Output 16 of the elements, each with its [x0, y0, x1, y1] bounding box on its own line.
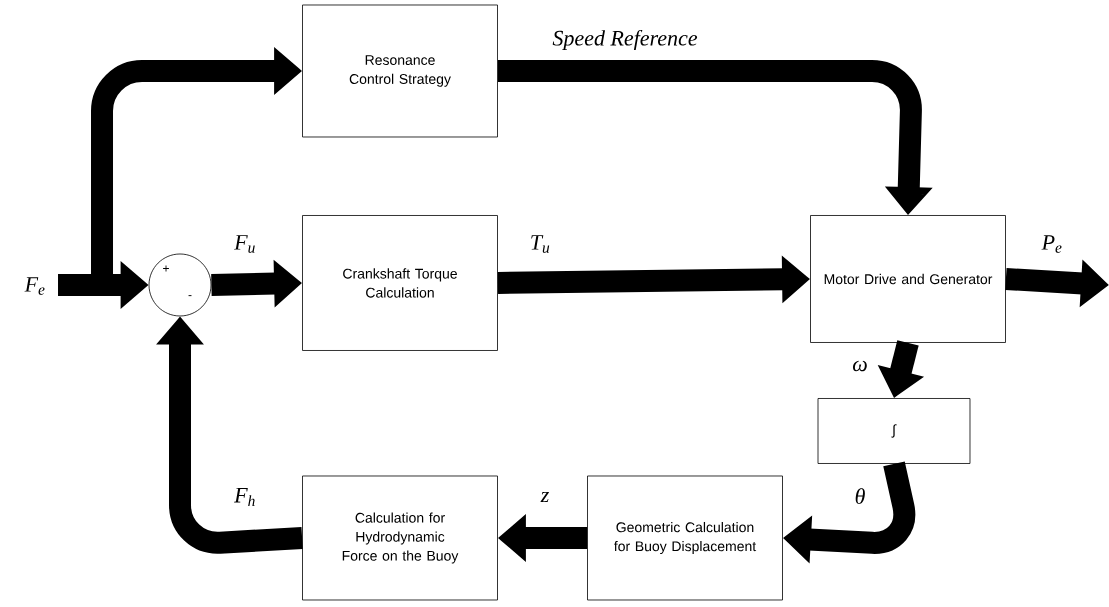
edge-label: θ [853, 487, 867, 505]
edge-label: P$_{e}$ [1040, 234, 1064, 254]
edge-label: T$_{u}$ [528, 234, 552, 254]
process-box: Resonance Control Strategy [302, 4, 498, 138]
summing-junction: + - [148, 253, 212, 317]
process-box: Geometric Calculation for Buoy Displacement [587, 475, 783, 601]
edge-label: Speed Reference [551, 28, 699, 52]
process-box: ∫ [817, 398, 971, 464]
process-box: Motor Drive and Generator [810, 215, 1006, 343]
edge-label: F$_{u}$ [233, 234, 257, 254]
process-box: Crankshaft Torque Calculation [302, 215, 498, 351]
process-box: Calculation for Hydrodynamic Force on the Buoy [302, 475, 498, 601]
edge-label: F$_{e}$ [23, 276, 47, 296]
edge-label: z [539, 490, 551, 504]
edge-label: F$_{h}$ [233, 487, 257, 507]
edge-label: ω [851, 359, 869, 373]
